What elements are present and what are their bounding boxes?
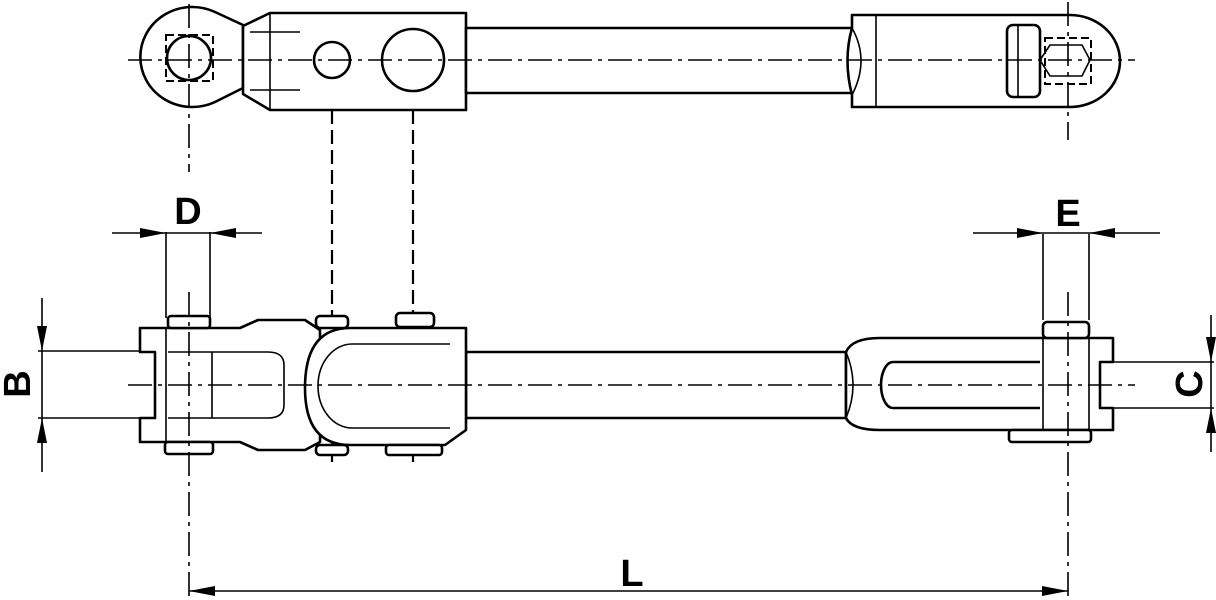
side-left-body: [303, 326, 468, 447]
dimension-c-label: C: [1169, 370, 1211, 397]
dimension-l: L: [188, 292, 1069, 598]
dimension-e-label: E: [1055, 193, 1080, 235]
side-right-fork: [844, 336, 1115, 432]
dimension-l-label: L: [620, 553, 643, 595]
top-right-pin-head: [1005, 23, 1042, 99]
top-left-body: [241, 11, 468, 112]
top-left-eye: [139, 5, 245, 109]
side-view: [128, 311, 1135, 457]
top-view: [128, 2, 1135, 172]
top-left-eye-hidden-square: [165, 34, 214, 82]
dimension-e: E: [973, 193, 1160, 320]
dimension-c: C: [1113, 315, 1216, 452]
top-right-fork: [846, 13, 1122, 109]
dimension-b-label: B: [0, 370, 39, 397]
dimension-d: D: [112, 191, 262, 318]
dimension-d-label: D: [174, 191, 201, 233]
dimension-b: B: [0, 298, 140, 472]
